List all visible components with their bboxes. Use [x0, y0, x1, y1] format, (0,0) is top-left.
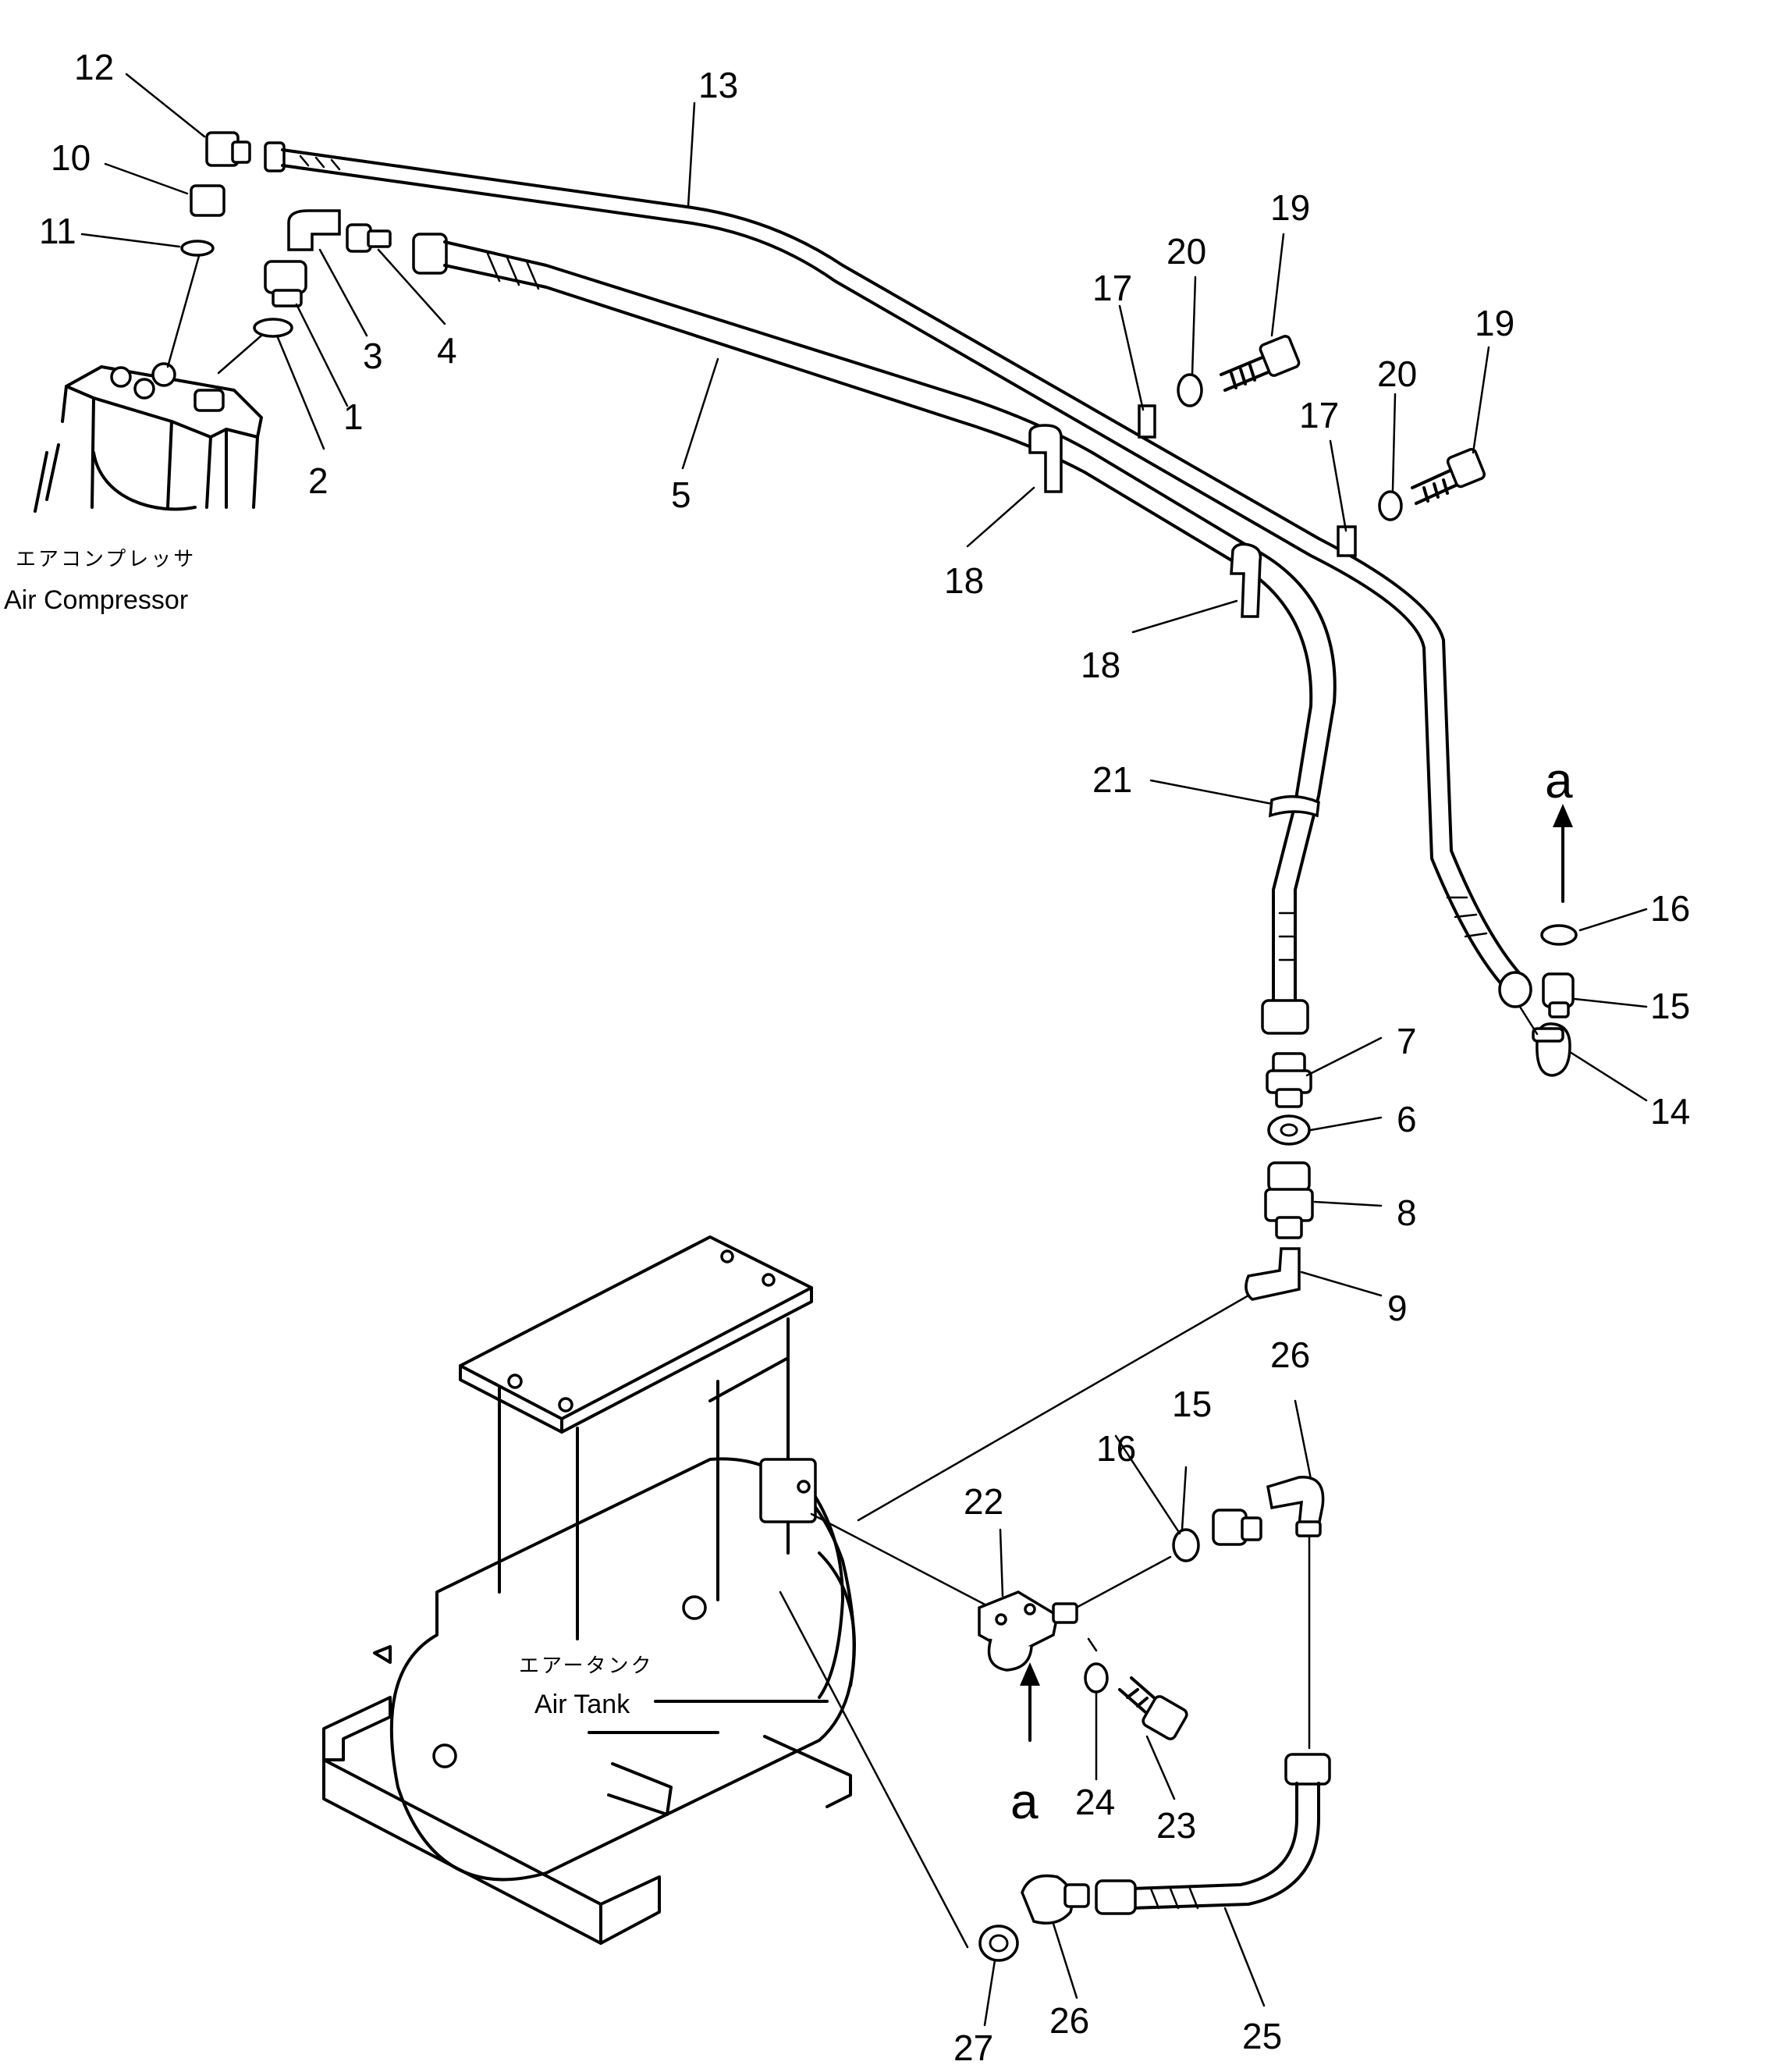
- callout-26-b: 26: [1049, 2000, 1089, 2041]
- callout-25: 25: [1242, 2016, 1282, 2056]
- fitting-8: [1264, 1161, 1314, 1239]
- clamp-18-a: [1028, 424, 1063, 493]
- elbow-3: [287, 209, 341, 251]
- view-a-label-bottom: a: [1010, 1773, 1039, 1829]
- callout-4: 4: [437, 330, 457, 371]
- fitting-27: [978, 1925, 1019, 1962]
- washer-20-b: [1378, 490, 1403, 521]
- washer-16-b: [1172, 1528, 1200, 1562]
- callout-22: 22: [964, 1481, 1003, 1522]
- callout-19-b: 19: [1475, 303, 1514, 343]
- washer-11: [180, 240, 215, 257]
- callout-14: 14: [1650, 1091, 1690, 1132]
- pipe-13: [264, 141, 1532, 1008]
- hose-25: [1095, 1753, 1331, 1915]
- valve-22: [978, 1590, 1078, 1672]
- fitting-15-a: [1542, 972, 1575, 1018]
- fitting-10: [190, 184, 225, 217]
- callout-19-a: 19: [1270, 187, 1310, 228]
- callout-3: 3: [363, 336, 383, 376]
- callout-8: 8: [1397, 1192, 1417, 1233]
- fitting-7: [1266, 1052, 1312, 1108]
- cap-14: [1532, 1022, 1571, 1077]
- adapter-1: [264, 260, 307, 307]
- elbow-26-a: [1266, 1476, 1325, 1537]
- compressor-en-label: Air Compressor: [4, 585, 188, 615]
- callout-11: 11: [39, 211, 76, 251]
- callout-9: 9: [1387, 1288, 1408, 1328]
- callout-5: 5: [671, 474, 691, 515]
- clip-21: [1268, 794, 1320, 818]
- callout-18-a: 18: [944, 560, 984, 601]
- clamp-18-b: [1230, 542, 1262, 618]
- clamp-17-a: [1138, 404, 1156, 439]
- leader-lines: [80, 73, 1648, 2027]
- callout-20-b: 20: [1377, 354, 1417, 394]
- callout-13: 13: [698, 65, 738, 105]
- callout-16-a: 16: [1650, 888, 1690, 929]
- bolt-19-a: [1220, 335, 1301, 392]
- pipe-5: [412, 233, 1337, 1035]
- fitting-12: [205, 131, 251, 167]
- callout-15-a: 15: [1650, 986, 1690, 1026]
- callout-numbers: 12 10 11 13 3 4 1 2 5 18 18 17 17 20 20 …: [39, 47, 1690, 2068]
- air-tank: [322, 1235, 856, 1945]
- callout-7: 7: [1397, 1021, 1417, 1061]
- callout-17-b: 17: [1299, 395, 1339, 435]
- callout-1: 1: [343, 396, 364, 437]
- callout-16-b: 16: [1096, 1428, 1136, 1469]
- callout-23: 23: [1156, 1805, 1196, 1846]
- callout-10: 10: [51, 137, 91, 178]
- washer-6: [1267, 1114, 1311, 1146]
- callout-6: 6: [1397, 1099, 1417, 1139]
- washer-2: [253, 318, 293, 338]
- washer-24: [1084, 1662, 1109, 1693]
- air-compressor: [34, 334, 263, 513]
- callout-26-a: 26: [1270, 1335, 1310, 1375]
- elbow-26-b: [1021, 1874, 1090, 1925]
- callout-21: 21: [1092, 759, 1132, 800]
- bolt-19-b: [1411, 448, 1486, 505]
- tank-jp-label: エアータンク: [519, 1654, 653, 1678]
- clamp-17-b: [1337, 525, 1357, 557]
- washer-16-a: [1540, 924, 1578, 946]
- callout-18-b: 18: [1081, 645, 1120, 685]
- compressor-jp-label: エアコンプレッサ: [16, 548, 196, 571]
- fitting-4: [346, 223, 392, 253]
- bolt-23: [1118, 1676, 1188, 1740]
- elbow-9: [1245, 1247, 1301, 1301]
- callout-2: 2: [308, 460, 328, 501]
- fitting-15-b: [1212, 1509, 1262, 1546]
- callout-12: 12: [74, 47, 114, 87]
- callout-15-b: 15: [1172, 1384, 1212, 1424]
- callout-17-a: 17: [1092, 268, 1132, 308]
- washer-20-a: [1177, 373, 1203, 407]
- view-a-label-top: a: [1545, 752, 1573, 809]
- tank-en-label: Air Tank: [534, 1690, 630, 1719]
- callout-27: 27: [953, 2028, 993, 2068]
- callout-20-a: 20: [1166, 231, 1206, 272]
- callout-24: 24: [1075, 1782, 1115, 1822]
